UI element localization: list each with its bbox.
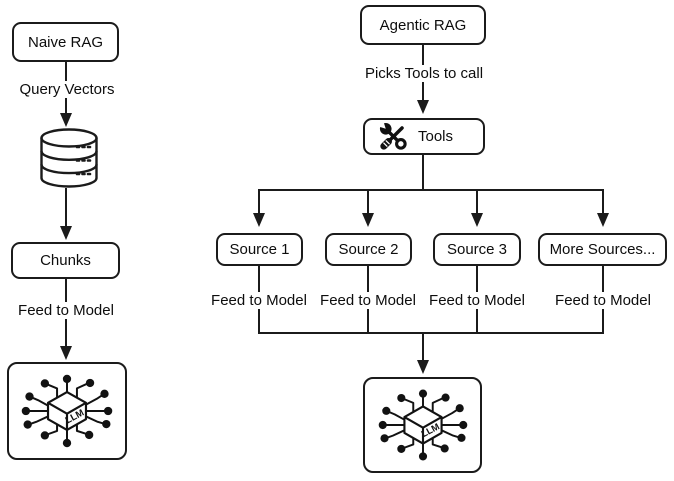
connector-branch-source1 xyxy=(258,189,260,215)
edge-label-feed-1: Feed to Model xyxy=(207,292,311,309)
llm-node-naive: LLM xyxy=(7,362,127,460)
agentic-rag-label: Agentic RAG xyxy=(379,16,467,34)
more-sources-label: More Sources... xyxy=(549,241,656,258)
database-icon xyxy=(40,128,98,188)
edge-label-feed-2: Feed to Model xyxy=(316,292,420,309)
connector-merge-to-llm xyxy=(422,332,424,360)
source-1-node: Source 1 xyxy=(216,233,303,266)
arrowhead-down-icon xyxy=(596,213,609,227)
connector-branch-source3 xyxy=(476,189,478,215)
arrowhead-down-icon xyxy=(416,100,429,114)
edge-label-feed-4: Feed to Model xyxy=(551,292,655,309)
arrowhead-down-icon xyxy=(470,213,483,227)
arrowhead-down-icon xyxy=(59,226,72,240)
chunks-label: Chunks xyxy=(40,252,91,269)
edge-label-feed-to-model-left: Feed to Model xyxy=(14,302,118,319)
source-2-node: Source 2 xyxy=(325,233,412,266)
arrowhead-down-icon xyxy=(59,113,72,127)
edge-label-picks-tools: Picks Tools to call xyxy=(360,65,488,82)
tools-icon xyxy=(378,121,407,150)
edge-label-feed-3: Feed to Model xyxy=(425,292,529,309)
connector-branch-more-sources xyxy=(602,189,604,215)
more-sources-node: More Sources... xyxy=(538,233,667,266)
arrowhead-down-icon xyxy=(416,360,429,374)
source-2-label: Source 2 xyxy=(338,241,399,258)
llm-network-icon: LLM xyxy=(21,374,113,448)
edge-label-query-vectors: Query Vectors xyxy=(15,81,119,98)
arrowhead-down-icon xyxy=(361,213,374,227)
naive-rag-label: Naive RAG xyxy=(27,33,104,51)
source-3-node: Source 3 xyxy=(433,233,521,266)
connector-db-to-chunks xyxy=(65,188,67,226)
chunks-node: Chunks xyxy=(11,242,120,279)
source-1-label: Source 1 xyxy=(229,241,290,258)
connector-branch-source2 xyxy=(367,189,369,215)
connector-tools-to-branch xyxy=(422,155,424,191)
merge-line-bottom xyxy=(258,332,604,334)
naive-rag-node: Naive RAG xyxy=(12,22,119,62)
llm-network-icon: LLM xyxy=(378,389,467,461)
tools-node: Tools xyxy=(363,118,485,155)
branch-line-top xyxy=(258,189,604,191)
arrowhead-down-icon xyxy=(252,213,265,227)
source-3-label: Source 3 xyxy=(446,241,508,258)
llm-node-agentic: LLM xyxy=(363,377,482,473)
agentic-rag-node: Agentic RAG xyxy=(360,5,486,45)
arrowhead-down-icon xyxy=(59,346,72,360)
tools-label: Tools xyxy=(418,128,454,145)
